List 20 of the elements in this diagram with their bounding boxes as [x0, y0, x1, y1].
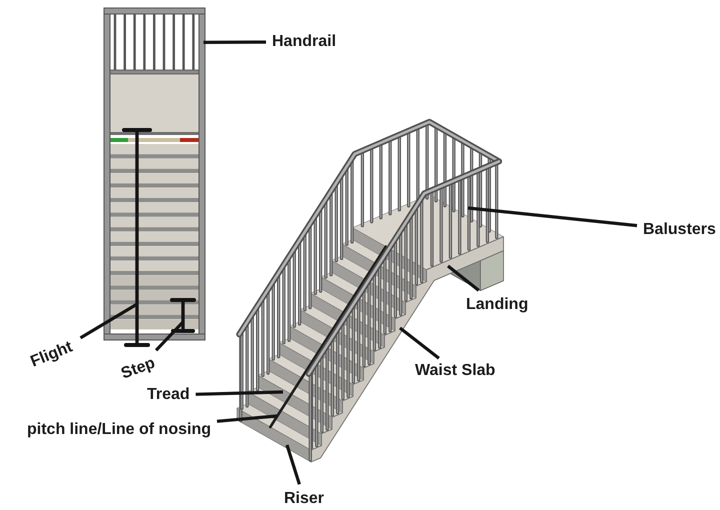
part-label: Waist Slab	[415, 362, 496, 380]
part-label: Riser	[284, 490, 324, 508]
part-label: Landing	[466, 296, 528, 314]
part-label: Handrail	[272, 33, 336, 51]
leader-line	[196, 390, 284, 396]
part-label: Balusters	[643, 221, 716, 239]
dimension-line	[122, 128, 152, 347]
leader-line	[399, 326, 440, 360]
leader-line	[204, 40, 266, 44]
leader-line	[285, 444, 301, 485]
stair-plan-drawing	[104, 8, 206, 347]
leader-line	[216, 414, 278, 423]
leader-line	[468, 206, 638, 228]
leader-line	[80, 302, 138, 340]
part-label: Tread	[147, 386, 190, 404]
part-label: Step	[118, 354, 158, 384]
part-label: pitch line/Line of nosing	[27, 421, 211, 439]
dimension-line	[170, 298, 196, 333]
part-label: Flight	[28, 338, 76, 372]
leader-line	[154, 320, 184, 352]
